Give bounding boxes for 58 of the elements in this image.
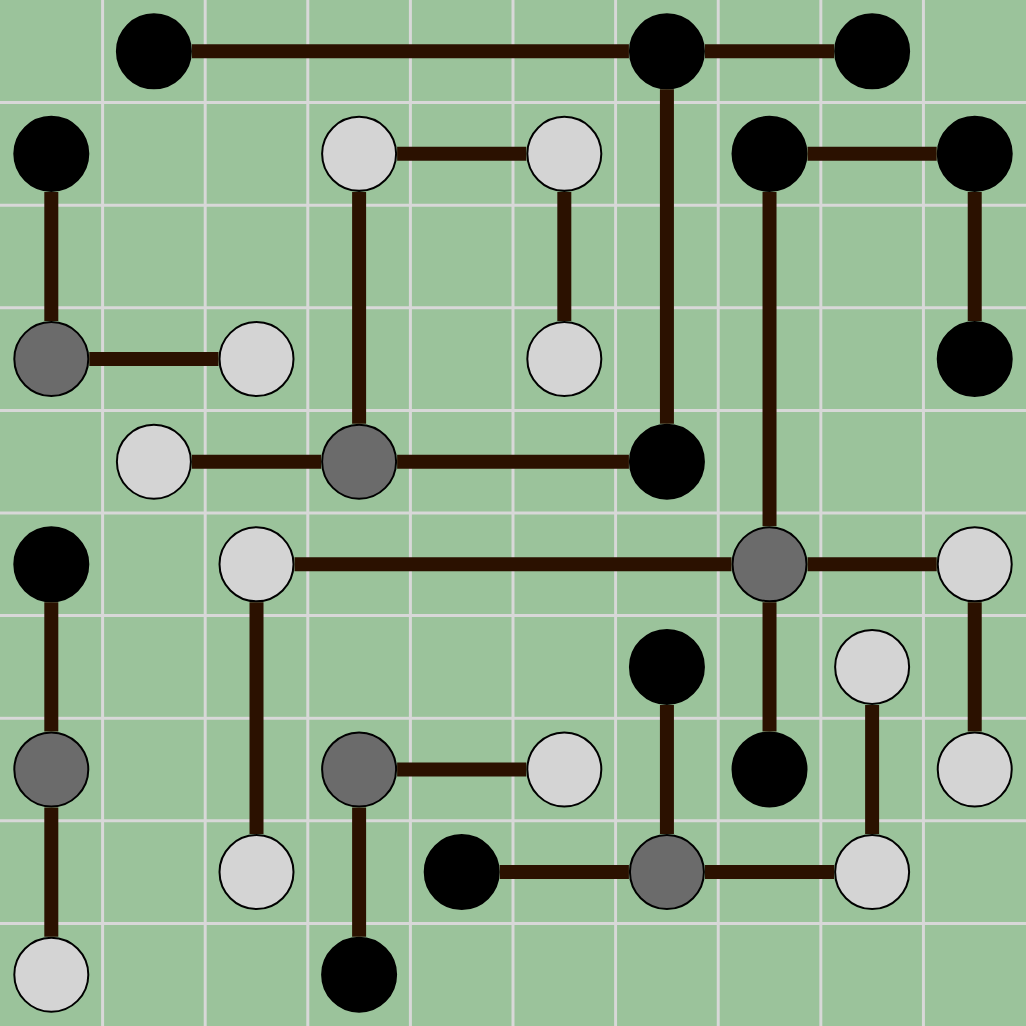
dot (321, 731, 398, 808)
dot (526, 115, 603, 192)
connector-line (397, 454, 629, 469)
connector-line (704, 44, 835, 59)
connector-line (865, 704, 880, 835)
connector-line (191, 44, 629, 59)
dot (834, 13, 911, 90)
dot (731, 731, 808, 808)
connector-line (352, 807, 367, 937)
connector-line (294, 557, 732, 572)
dot (218, 834, 295, 911)
connector-line (499, 865, 629, 880)
connector-line (807, 557, 937, 572)
connector-line (44, 807, 59, 937)
dot (13, 731, 90, 808)
connector-line (762, 191, 777, 527)
dot (526, 321, 603, 398)
dot (628, 834, 705, 911)
connector-line (762, 602, 777, 732)
dot (218, 526, 295, 603)
dot (115, 423, 192, 500)
connector-line (352, 191, 367, 424)
dot (218, 321, 295, 398)
connector-line (44, 191, 59, 322)
connector-line (44, 602, 59, 732)
connector-line (659, 89, 674, 424)
dot (834, 628, 911, 705)
dot (321, 115, 398, 192)
dot (936, 321, 1013, 398)
connector-line (659, 704, 674, 835)
dot (115, 13, 192, 90)
connector-line (557, 191, 572, 322)
dot (834, 834, 911, 911)
dot (13, 321, 90, 398)
dot (321, 936, 398, 1013)
connector-line (807, 146, 937, 161)
dot (423, 834, 500, 911)
dot (731, 115, 808, 192)
dot (13, 526, 90, 603)
connector-line (191, 454, 322, 469)
connector-line (967, 602, 982, 732)
dot (628, 13, 705, 90)
connector-line (397, 146, 527, 161)
dot (936, 731, 1013, 808)
dot (321, 423, 398, 500)
connector-line (249, 602, 264, 835)
dot (936, 526, 1013, 603)
dot (526, 731, 603, 808)
connector-line (704, 865, 835, 880)
dot (936, 115, 1013, 192)
dot (731, 526, 808, 603)
connector-line (397, 762, 527, 777)
connector-line (967, 191, 982, 322)
dot (13, 936, 90, 1013)
dot (628, 628, 705, 705)
connector-line (89, 352, 219, 367)
dot (13, 115, 90, 192)
dot (628, 423, 705, 500)
